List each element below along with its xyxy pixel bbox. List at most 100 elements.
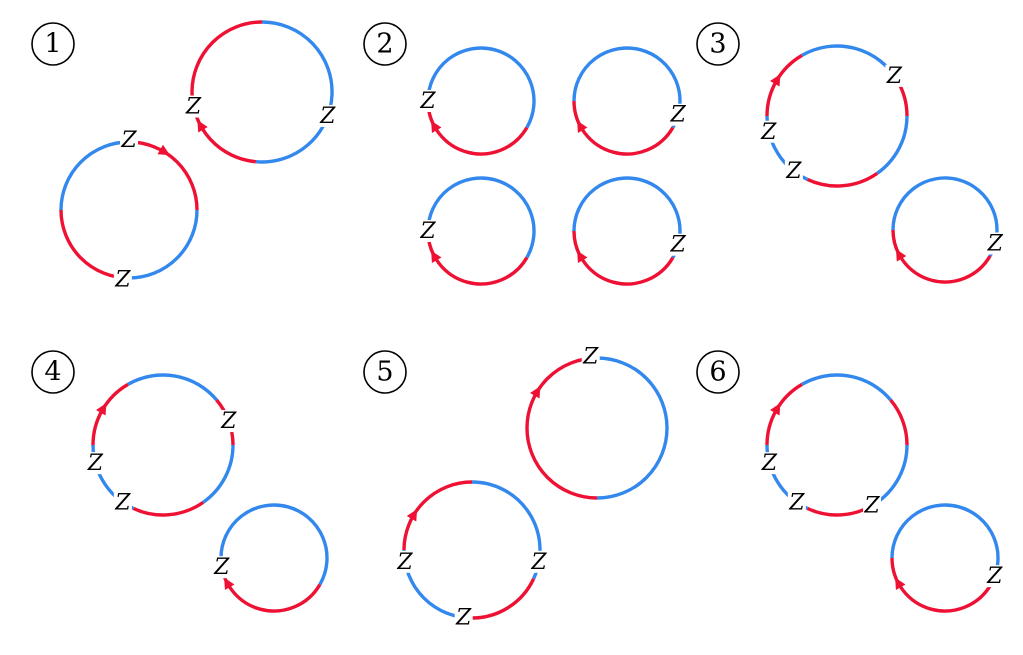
z-label: Z — [987, 231, 1004, 256]
z-label-mask — [787, 491, 806, 514]
red-arc-segment — [128, 140, 199, 211]
red-arc-segment — [471, 578, 536, 620]
z-label: Z — [788, 490, 805, 515]
z-label-mask — [419, 90, 437, 112]
panel-number-badge — [696, 22, 740, 66]
z-label-mask — [759, 120, 778, 143]
z-label: Z — [863, 494, 880, 519]
z-label-mask — [120, 129, 138, 151]
loop: Z — [419, 46, 536, 156]
red-arc-segment — [890, 557, 993, 613]
z-label: Z — [455, 605, 472, 630]
panel-number-label: 3 — [709, 29, 726, 60]
loop: Z — [525, 344, 669, 500]
z-label: Z — [670, 233, 687, 258]
z-label-mask — [529, 550, 548, 573]
z-label: Z — [760, 120, 777, 145]
z-label: Z — [670, 103, 687, 128]
red-arc-segment — [572, 100, 675, 156]
z-label-mask — [669, 103, 688, 126]
red-arc-segment — [190, 20, 263, 93]
panel-number-badge — [31, 350, 75, 394]
direction-arrow-icon — [770, 74, 781, 87]
direction-arrow-icon — [406, 509, 418, 522]
loop: ZZ — [59, 128, 199, 293]
panel-number-badge — [363, 350, 407, 394]
red-arc-segment — [525, 427, 598, 500]
loop: ZZZ — [759, 44, 909, 188]
loop: Z — [572, 176, 688, 286]
loop: ZZZ — [86, 373, 238, 517]
blue-arc-segment — [572, 46, 682, 129]
blue-arc-segment — [572, 176, 682, 259]
blue-arc-segment — [202, 444, 235, 504]
z-label-mask — [212, 556, 231, 579]
blue-arc-segment — [876, 444, 909, 504]
z-label-mask — [669, 233, 688, 256]
blue-arc-segment — [59, 140, 130, 211]
z-label-mask — [985, 565, 1004, 588]
z-label: Z — [886, 64, 903, 89]
red-arc-segment — [91, 382, 129, 446]
z-label: Z — [185, 95, 202, 120]
z-label: Z — [114, 268, 131, 293]
red-arc-segment — [219, 557, 322, 613]
panel-number-badge — [696, 350, 740, 394]
blue-arc-segment — [596, 356, 669, 500]
z-label: Z — [530, 550, 547, 575]
z-label: Z — [582, 344, 599, 369]
blue-arc-segment — [127, 373, 218, 402]
blue-arc-segment — [801, 44, 900, 82]
blue-arc-segment — [128, 209, 199, 280]
blue-arc-segment — [471, 480, 542, 580]
z-label: Z — [319, 104, 336, 129]
direction-arrow-icon — [96, 403, 107, 416]
z-label-mask — [863, 494, 881, 517]
direction-arrow-icon — [224, 577, 235, 591]
panel-number-badge — [31, 22, 75, 66]
red-arc-segment — [889, 398, 909, 446]
blue-arc-segment — [426, 176, 536, 259]
z-label-mask — [113, 268, 132, 291]
z-label: Z — [114, 490, 131, 515]
loop: Z — [572, 46, 688, 156]
panel-number-label: 4 — [44, 357, 61, 388]
z-label: Z — [419, 219, 436, 244]
z-label: Z — [120, 128, 137, 153]
direction-arrow-icon — [770, 403, 781, 416]
loop: Z — [212, 503, 329, 613]
red-arc-segment — [765, 382, 803, 446]
z-label-mask — [113, 491, 132, 514]
red-arc-segment — [402, 480, 473, 551]
z-label: Z — [785, 159, 802, 184]
blue-arc-segment — [876, 115, 909, 175]
z-label-mask — [986, 232, 1005, 255]
z-label: Z — [87, 451, 104, 476]
z-label-mask — [581, 345, 600, 368]
blue-arc-segment — [890, 503, 1000, 586]
z-label-mask — [454, 606, 473, 629]
blue-arc-segment — [801, 373, 892, 402]
blue-arc-segment — [255, 20, 334, 164]
direction-arrow-icon — [895, 249, 907, 262]
direction-arrow-icon — [157, 144, 170, 156]
red-arc-segment — [426, 100, 529, 156]
red-arc-segment — [806, 171, 879, 188]
direction-arrow-icon — [895, 577, 906, 591]
panel-number-label: 6 — [709, 357, 726, 388]
panel-number-badge — [363, 22, 407, 66]
red-arc-segment — [572, 230, 675, 286]
loop: Z — [891, 176, 1005, 284]
z-label: Z — [213, 555, 230, 580]
z-label-mask — [784, 160, 803, 183]
red-arc-segment — [426, 230, 529, 286]
direction-arrow-icon — [577, 120, 588, 134]
